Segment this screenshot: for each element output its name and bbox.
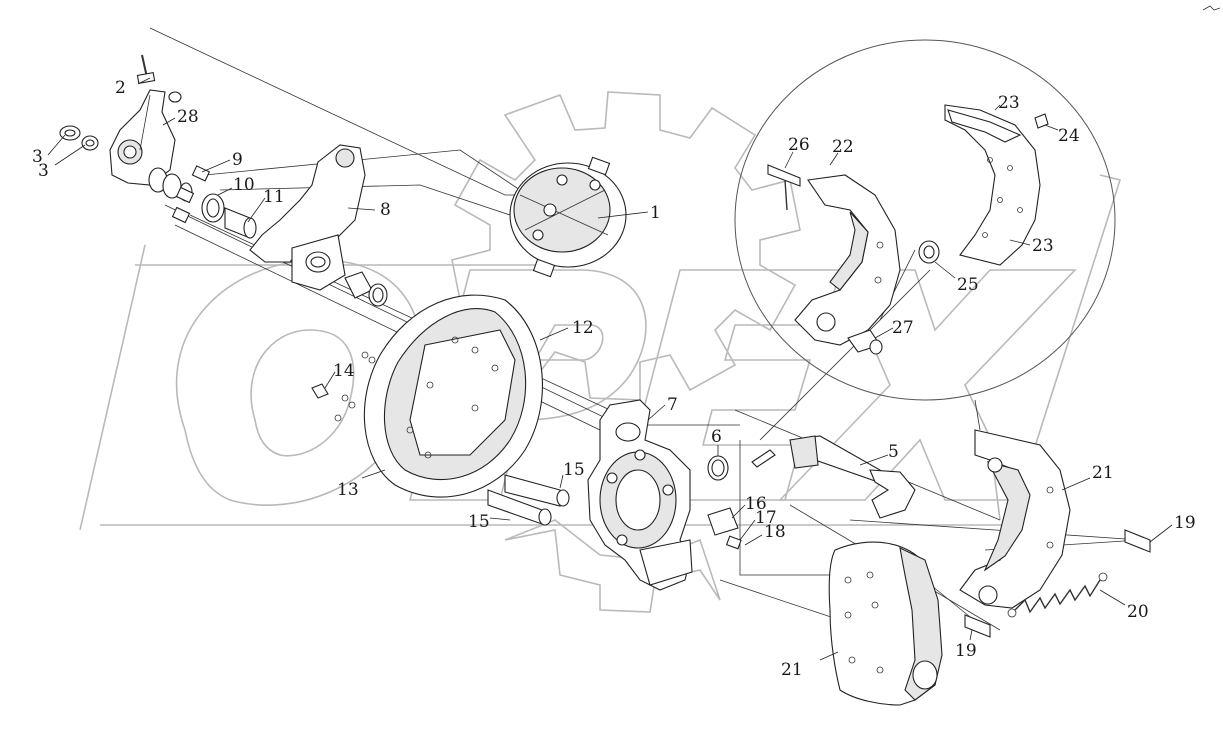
callout-19: 19	[955, 641, 977, 661]
callout-15: 15	[468, 512, 490, 532]
callout-leaders	[47, 77, 1173, 661]
bracket-bushings	[344, 271, 388, 307]
slack-adjuster	[109, 89, 176, 186]
return-spring	[1007, 572, 1108, 618]
callout-20: 20	[1127, 602, 1149, 622]
s-camshaft	[789, 435, 916, 519]
callout-27: 27	[892, 318, 914, 338]
clevis-pin	[136, 54, 182, 103]
callout-3: 3	[32, 147, 43, 167]
callout-1: 1	[650, 203, 661, 223]
callout-18: 18	[764, 522, 786, 542]
callout-5: 5	[888, 442, 899, 462]
callout-12: 12	[572, 318, 594, 338]
callout-22: 22	[832, 137, 854, 157]
watermark-gear	[451, 91, 801, 401]
detail-view-circle	[734, 39, 1116, 401]
anchor-pins	[487, 474, 570, 526]
brake-spider	[587, 399, 693, 591]
callout-3: 3	[38, 161, 49, 181]
shield-bolts	[311, 351, 376, 422]
callout-28: 28	[177, 107, 199, 127]
lock-plate	[707, 507, 742, 550]
brake-shoe-lower	[828, 541, 943, 706]
callout-16: 16	[745, 494, 767, 514]
cam-roller	[918, 240, 940, 264]
brake-chamber	[509, 156, 627, 278]
callout-2: 2	[115, 78, 126, 98]
callout-9: 9	[232, 150, 243, 170]
callout-15: 15	[563, 460, 585, 480]
callout-labels: 1 2 3 3 5 6 7 8 9 10 11 12 13 14 15 15 1…	[32, 78, 1196, 680]
shoe-pins	[964, 529, 1151, 638]
watermark-frame	[79, 174, 1122, 531]
callout-6: 6	[711, 427, 722, 447]
callout-10: 10	[233, 175, 255, 195]
mounting-bolts	[171, 165, 211, 224]
brake-shoe-upper	[959, 429, 1071, 609]
callout-11: 11	[263, 187, 285, 207]
dust-shield	[363, 294, 543, 498]
chamber-bracket	[249, 144, 366, 291]
washers	[59, 125, 99, 151]
callout-21: 21	[781, 660, 803, 680]
callout-23: 23	[998, 93, 1020, 113]
camshaft-seal	[707, 455, 729, 481]
callout-24: 24	[1058, 126, 1080, 146]
callout-23: 23	[1032, 236, 1054, 256]
brake-linings	[944, 104, 1049, 266]
callout-17: 17	[755, 508, 777, 528]
shoe-bushing	[847, 329, 883, 355]
watermark-letter-p	[408, 269, 647, 501]
camshaft-key	[751, 449, 776, 468]
callout-19: 19	[1174, 513, 1196, 533]
corner-mark	[1202, 5, 1221, 11]
detail-shoe-frame	[794, 174, 901, 346]
detail-roller-pin	[767, 164, 801, 211]
bushing-set	[201, 193, 257, 239]
callout-26: 26	[788, 135, 810, 155]
callout-21: 21	[1092, 463, 1114, 483]
callout-14: 14	[333, 361, 355, 381]
callout-7: 7	[667, 395, 678, 415]
callout-8: 8	[380, 200, 391, 220]
callout-13: 13	[337, 480, 359, 500]
callout-25: 25	[957, 275, 979, 295]
